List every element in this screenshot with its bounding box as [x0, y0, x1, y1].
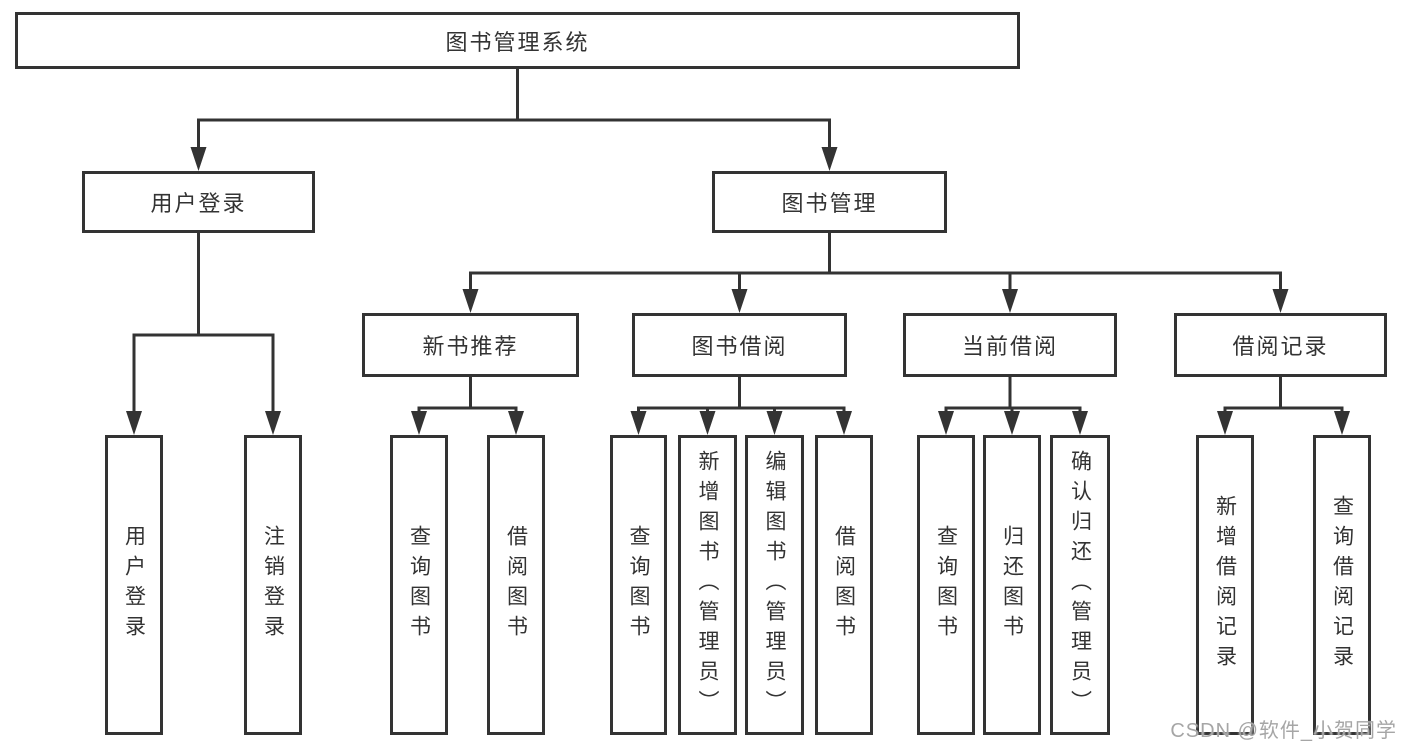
node-book-management-label: 图书管理 — [781, 191, 878, 216]
leaf-borrow-books-1: 借阅图书 — [487, 435, 545, 735]
node-user-login-label: 用户登录 — [150, 191, 247, 216]
node-book-management: 图书管理 — [712, 171, 947, 233]
leaf-user-login: 用户登录 — [105, 435, 163, 735]
leaf-label: 编辑图书（管理员） — [763, 450, 786, 720]
edge-records-to-leaves — [1223, 377, 1344, 416]
leaf-add-borrow-record: 新增借阅记录 — [1196, 435, 1254, 735]
leaf-edit-book-admin: 编辑图书（管理员） — [745, 435, 804, 735]
edge-root-to-level1 — [197, 69, 831, 152]
leaf-label: 注销登录 — [261, 525, 285, 645]
node-current-borrow-label: 当前借阅 — [961, 334, 1058, 359]
leaf-label: 查询图书 — [627, 525, 650, 645]
leaf-query-books-1: 查询图书 — [390, 435, 448, 735]
leaf-return-book: 归还图书 — [983, 435, 1041, 735]
node-book-borrow: 图书借阅 — [632, 313, 847, 377]
edge-currentborrow-to-leaves — [944, 377, 1082, 416]
edge-bookmgmt-to-level2 — [469, 233, 1282, 294]
leaf-label: 新增借阅记录 — [1213, 495, 1237, 675]
leaf-query-borrow-record: 查询借阅记录 — [1313, 435, 1371, 735]
leaf-label: 借阅图书 — [504, 525, 528, 645]
node-root: 图书管理系统 — [15, 12, 1020, 69]
leaf-query-books-2: 查询图书 — [610, 435, 667, 735]
leaf-label: 查询图书 — [934, 525, 958, 645]
node-current-borrow: 当前借阅 — [903, 313, 1117, 377]
node-borrow-records-label: 借阅记录 — [1232, 334, 1329, 359]
arrowheads — [126, 147, 1350, 435]
leaf-label: 借阅图书 — [832, 525, 856, 645]
node-borrow-records: 借阅记录 — [1174, 313, 1387, 377]
edge-newbook-to-leaves — [417, 377, 518, 416]
node-user-login: 用户登录 — [82, 171, 315, 233]
leaf-label: 查询借阅记录 — [1330, 495, 1354, 675]
node-new-book-recommend-label: 新书推荐 — [422, 334, 519, 359]
leaf-label: 查询图书 — [407, 525, 431, 645]
edge-bookborrow-to-leaves — [637, 377, 846, 416]
leaf-logout: 注销登录 — [244, 435, 302, 735]
node-root-label: 图书管理系统 — [445, 29, 590, 55]
leaf-label: 归还图书 — [1000, 525, 1024, 645]
leaf-query-books-3: 查询图书 — [917, 435, 975, 735]
leaf-confirm-return-admin: 确认归还（管理员） — [1050, 435, 1110, 735]
leaf-label: 新增图书（管理员） — [696, 450, 719, 720]
leaf-borrow-books-2: 借阅图书 — [815, 435, 873, 735]
edge-userlogin-to-leaves — [132, 233, 275, 416]
leaf-label: 确认归还（管理员） — [1068, 450, 1092, 720]
watermark: CSDN @软件_小贺同学 — [1170, 720, 1397, 742]
leaf-add-book-admin: 新增图书（管理员） — [678, 435, 737, 735]
node-new-book-recommend: 新书推荐 — [362, 313, 579, 377]
node-book-borrow-label: 图书借阅 — [691, 334, 788, 359]
leaf-label: 用户登录 — [122, 525, 146, 645]
